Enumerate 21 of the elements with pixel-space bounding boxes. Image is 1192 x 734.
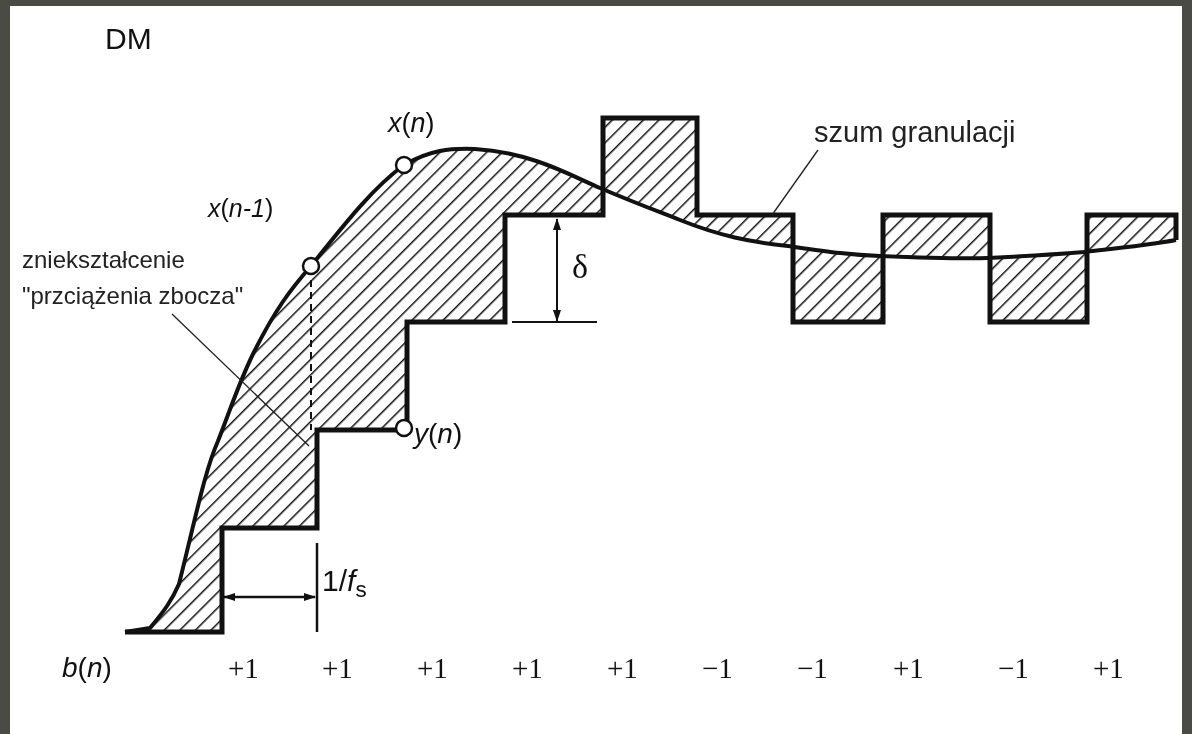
bit-value: +1 [228,654,259,683]
annotation-text: szum granulacji [814,114,1016,150]
signal-label: 1/f$_{s}$ [322,566,367,596]
signal-label: δ [572,250,589,284]
signal-label: x(n) [388,110,435,137]
diagram-title: DM [105,21,152,57]
leader-line [171,313,310,447]
bit-value: −1 [702,654,733,683]
signal-label: x(n-1) [208,196,274,221]
bit-value: +1 [607,654,638,683]
bit-value: +1 [322,654,353,683]
signal-label: y(n) [414,420,463,448]
bit-value: +1 [893,654,924,683]
leader-line [771,149,819,216]
annotation-text: zniekształcenie "przciążenia zbocza" [22,242,270,314]
bit-value: −1 [998,654,1029,683]
bit-value: +1 [1093,654,1124,683]
bit-value: +1 [417,654,448,683]
bit-value: +1 [512,654,543,683]
signal-label: b(n) [62,654,112,682]
bit-value: −1 [797,654,828,683]
